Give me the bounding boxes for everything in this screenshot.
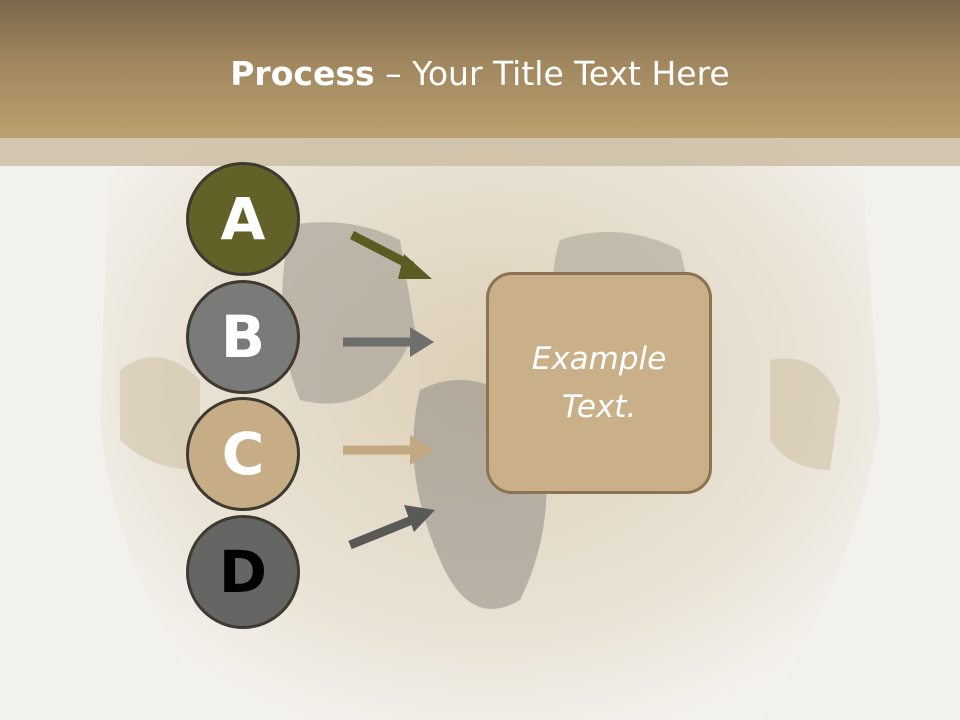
step-b-circle: B bbox=[186, 280, 300, 394]
title-bar bbox=[0, 0, 960, 138]
step-c-circle: C bbox=[186, 397, 300, 511]
arrow-a bbox=[349, 231, 432, 279]
step-d-circle: D bbox=[186, 515, 300, 629]
title-rest: Your Title Text Here bbox=[412, 54, 730, 93]
example-text-box: Example Text. bbox=[486, 272, 712, 494]
title-bar-band bbox=[0, 138, 960, 166]
arrow-b bbox=[343, 327, 434, 357]
title-separator: – bbox=[374, 54, 413, 93]
step-d-letter: D bbox=[218, 538, 268, 606]
box-text-line1: Example bbox=[531, 341, 667, 377]
box-text-line2: Text. bbox=[561, 389, 637, 425]
step-a-letter: A bbox=[220, 185, 266, 253]
arrow-c bbox=[343, 435, 434, 465]
arrow-d bbox=[348, 505, 435, 550]
slide-title: Process – Your Title Text Here bbox=[0, 52, 960, 96]
title-strong: Process bbox=[230, 54, 375, 93]
step-c-letter: C bbox=[221, 420, 265, 488]
step-b-letter: B bbox=[220, 303, 266, 371]
step-a-circle: A bbox=[186, 162, 300, 276]
